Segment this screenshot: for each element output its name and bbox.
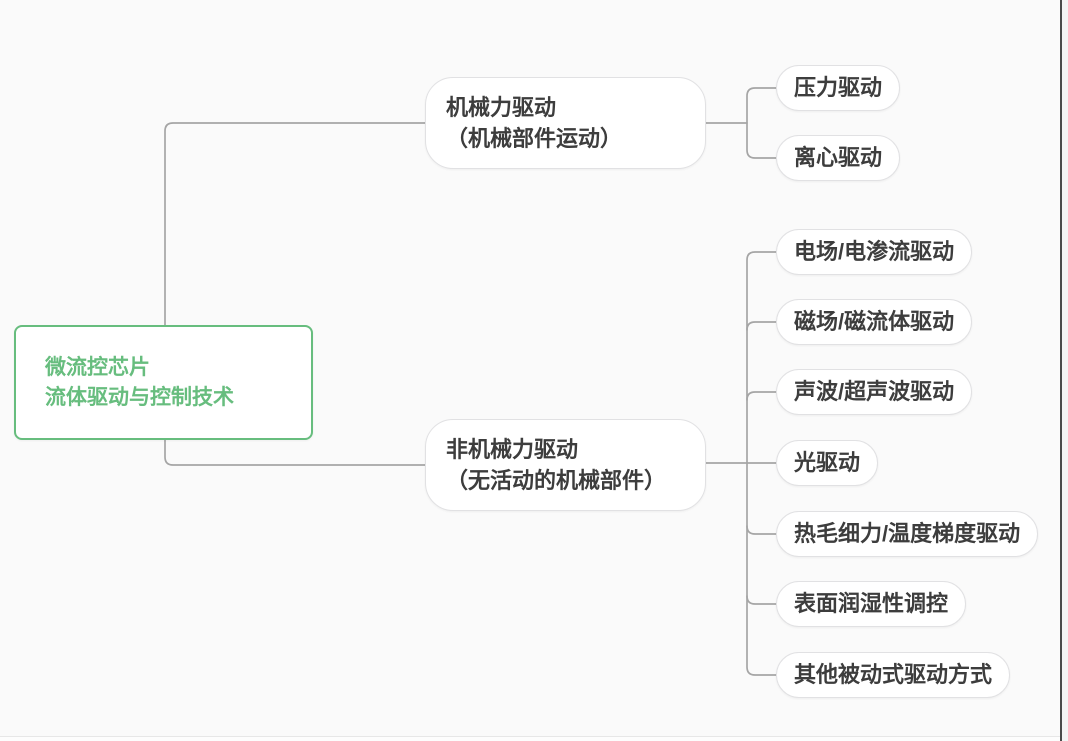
root-node[interactable]: 微流控芯片 流体驱动与控制技术	[14, 325, 313, 440]
root-label-line1: 微流控芯片	[45, 355, 150, 379]
branch-non-mechanical-line2: （无活动的机械部件）	[446, 468, 667, 493]
child-node-wetting[interactable]: 表面润湿性调控	[776, 581, 967, 627]
bracket-non-mechanical-children	[746, 251, 778, 676]
connector-root-to-non-mechanical	[164, 439, 426, 466]
child-node-passive[interactable]: 其他被动式驱动方式	[776, 652, 1011, 698]
connector-child-wetting	[746, 595, 778, 605]
branch-node-mechanical[interactable]: 机械力驱动 （机械部件运动）	[425, 77, 706, 169]
window-bottom-edge	[0, 736, 1060, 737]
window-right-edge	[1060, 0, 1062, 741]
child-node-electric[interactable]: 电场/电渗流驱动	[776, 229, 973, 275]
child-node-pressure[interactable]: 压力驱动	[776, 65, 901, 111]
branch-mechanical-line1: 机械力驱动	[446, 95, 557, 120]
connector-child-acoustic	[746, 391, 778, 401]
child-node-acoustic[interactable]: 声波/超声波驱动	[776, 369, 973, 415]
child-node-centrifugal[interactable]: 离心驱动	[776, 135, 901, 181]
connector-root-to-mechanical	[164, 122, 426, 326]
connector-child-magnetic	[746, 321, 778, 331]
window-bottom-strip	[0, 737, 1060, 741]
window-right-strip	[1062, 0, 1068, 741]
bracket-mechanical-children	[746, 87, 778, 159]
branch-non-mechanical-line1: 非机械力驱动	[446, 437, 579, 462]
root-label-line2: 流体驱动与控制技术	[45, 385, 234, 409]
connector-child-thermal	[746, 525, 778, 535]
branch-node-non-mechanical[interactable]: 非机械力驱动 （无活动的机械部件）	[425, 419, 706, 511]
branch-mechanical-line2: （机械部件运动）	[446, 126, 623, 151]
child-node-thermal[interactable]: 热毛细力/温度梯度驱动	[776, 511, 1039, 557]
child-node-optical[interactable]: 光驱动	[776, 440, 879, 486]
child-node-magnetic[interactable]: 磁场/磁流体驱动	[776, 299, 973, 345]
